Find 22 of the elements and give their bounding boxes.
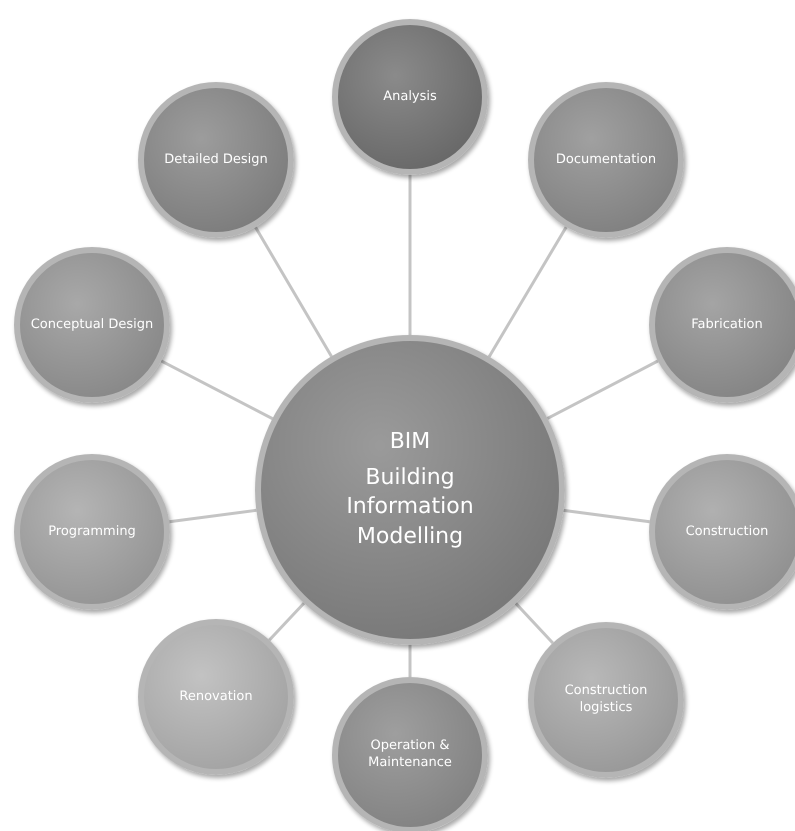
connector-line: [254, 226, 333, 358]
node-label: Detailed Design: [163, 152, 269, 168]
node-label: Operation & Maintenance: [367, 738, 453, 772]
connector-line: [169, 508, 257, 524]
node-label: Conceptual Design: [30, 316, 154, 334]
node-label: Documentation: [554, 152, 658, 168]
node-label: BIM: [388, 428, 432, 456]
connector-line: [408, 645, 412, 677]
node-label: Analysis: [382, 88, 438, 106]
connector-line: [488, 226, 568, 358]
connector-line: [563, 508, 650, 524]
node-label: Programming: [47, 524, 137, 540]
connector-line: [160, 360, 274, 420]
node-label: Construction logistics: [564, 683, 648, 717]
connector-line: [268, 602, 306, 642]
node-label: Building Information Modelling: [345, 464, 475, 552]
connector-line: [514, 602, 554, 644]
node-label: Construction: [684, 524, 770, 540]
connector-line: [408, 175, 412, 335]
node-label: Renovation: [178, 688, 254, 706]
node-label: Fabrication: [690, 316, 764, 334]
connector-line: [546, 360, 658, 420]
